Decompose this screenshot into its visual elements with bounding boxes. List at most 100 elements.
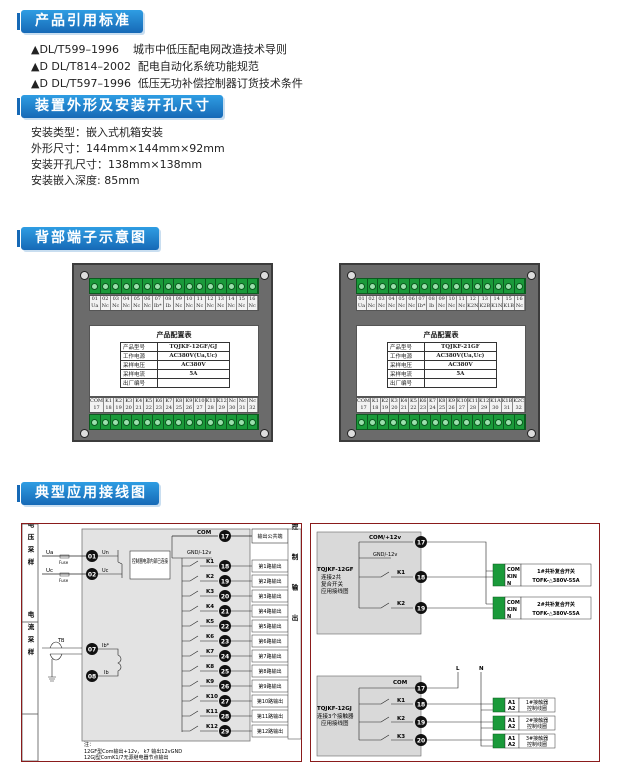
bottom-title: 应用接线图: [321, 719, 349, 727]
switch-term-label: COM: [507, 600, 520, 606]
terminal-strip-bottom: [356, 414, 526, 430]
output-terminal-label: 29: [221, 729, 229, 736]
bottom-title: TQJKF-12GJ: [317, 706, 352, 712]
output-label: 第7路输出: [258, 653, 281, 660]
top-t18: 18: [417, 575, 425, 582]
contactor-label: 2#接触器: [526, 717, 548, 724]
terminal-screw: [399, 415, 410, 429]
bottom-k1: K1: [397, 698, 405, 704]
terminal-screw: [515, 415, 525, 429]
relay-label: K9: [206, 679, 214, 685]
screw-icon: [260, 429, 269, 438]
config-value: AC380V: [423, 360, 498, 370]
relay-contact: [182, 635, 218, 642]
standard-line: ▲DL/T599–1996 城市中低压配电网改造技术导则: [31, 43, 287, 56]
terminal-screw: [227, 415, 237, 429]
switch-label: 2#共补复合开关: [537, 601, 575, 608]
output-terminal-label: 28: [221, 714, 229, 721]
output-terminal: [219, 590, 231, 602]
contactor-a1: A1: [508, 718, 516, 724]
output-terminal-label: 26: [221, 684, 229, 691]
output-terminal-label: 22: [221, 624, 229, 631]
output-label: 第3路输出: [258, 593, 281, 600]
config-label: 采样电流: [120, 369, 158, 379]
terminal-screw: [389, 279, 399, 293]
contactor-a1: A1: [508, 736, 516, 742]
output-terminal: [219, 680, 231, 692]
terminal-screw: [452, 415, 462, 429]
switch-terminal-block: [492, 563, 506, 587]
output-terminal: [219, 695, 231, 707]
output-label: 第8路输出: [258, 668, 281, 675]
output-terminal: [219, 635, 231, 647]
output-terminal: [219, 605, 231, 617]
note-line: 12GF型Com输出+12v， k7 输出12vGND: [84, 748, 182, 755]
terminal-screw: [153, 415, 164, 429]
standard-line: ▲D DL/T597–1996 低压无功补偿控制器订货技术条件: [31, 77, 303, 90]
switch-list: COMKINN1#共补复合开关TOFK-△380V-55ACOMKINN2#共补…: [492, 563, 592, 620]
terminal-screw: [483, 279, 494, 293]
relay-label: K6: [206, 634, 214, 640]
top-t19: 19: [417, 606, 425, 613]
terminal-screw: [111, 279, 122, 293]
terminal-screw: [441, 279, 452, 293]
terminal-screw: [174, 415, 185, 429]
terminal-screw: [399, 279, 410, 293]
terminal-screw: [206, 279, 216, 293]
contactor-label: 控制线圈: [527, 705, 547, 712]
terminal-screw: [473, 279, 483, 293]
relay-label: K12: [206, 724, 218, 730]
com-label: COM: [197, 530, 211, 536]
top-k1: K1: [397, 570, 405, 576]
terminal-screw: [237, 415, 248, 429]
note-heading: 注：: [84, 741, 94, 748]
terminal-screw: [248, 415, 258, 429]
output-terminal: [219, 575, 231, 587]
terminal-07: [86, 643, 98, 655]
config-label: 采样电压: [387, 360, 425, 370]
bottom-title: 连接3个接触器: [317, 712, 354, 720]
terminal-screw: [431, 279, 441, 293]
top-title: 连接2共: [321, 573, 341, 581]
config-value: 5A: [423, 369, 498, 379]
config-label: 产品型号: [387, 342, 425, 352]
output-terminal-label: 19: [221, 579, 229, 586]
relay-contact: [182, 665, 218, 672]
config-value: TQJKF-21GF: [423, 342, 498, 352]
output-terminal-label: 18: [221, 564, 229, 571]
terminal-screw: [248, 279, 258, 293]
terminal-17-label: 17: [221, 534, 229, 541]
config-label: 工作电源: [120, 351, 158, 361]
output-label: 第9路输出: [258, 683, 281, 690]
terminal-screw: [462, 415, 473, 429]
config-value: TQJKF-12GF/GJ: [156, 342, 231, 352]
relay-label: K4: [206, 604, 214, 610]
relay-contact: [182, 710, 218, 717]
contactor-terminal-block: [492, 715, 506, 731]
